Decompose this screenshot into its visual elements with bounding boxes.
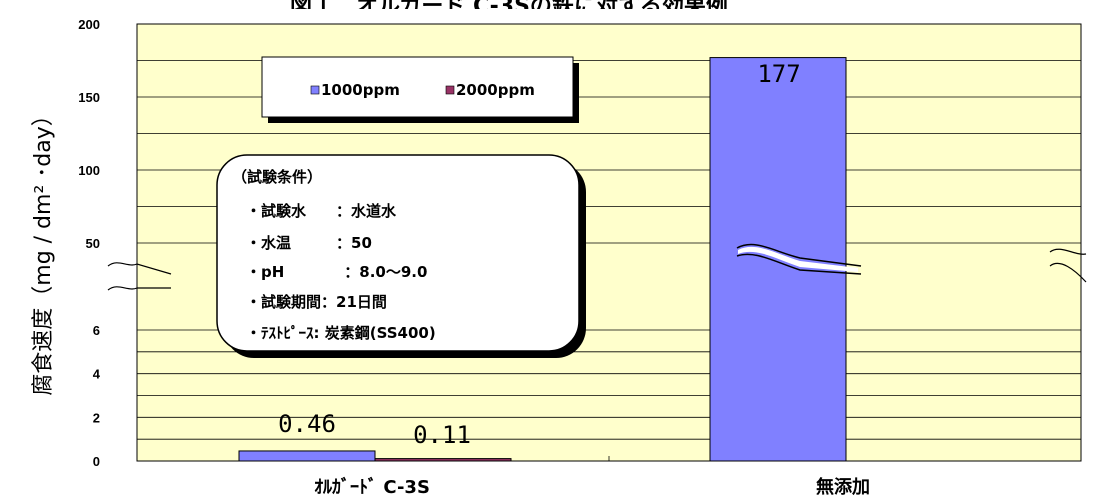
data-label-mutenka-1000: 177 bbox=[757, 60, 800, 88]
test-condition-line: ・水温 ：50 bbox=[246, 234, 372, 252]
y-tick-label: 100 bbox=[78, 163, 100, 178]
test-condition-line: ・pH ：8.0～9.0 bbox=[246, 263, 427, 281]
y-tick-label: 150 bbox=[78, 90, 100, 105]
bar-1000ppm-1 bbox=[709, 57, 847, 462]
y-tick-label: 2 bbox=[93, 410, 100, 425]
legend: 1000ppm 2000ppm bbox=[261, 56, 579, 123]
legend-swatch-2000ppm bbox=[445, 85, 455, 95]
test-condition-line: ・試験水 ：水道水 bbox=[246, 202, 397, 220]
y-tick-label: 50 bbox=[86, 236, 100, 251]
bars bbox=[238, 57, 847, 462]
y-tick-labels: 0 2 4 6 50 100 150 200 bbox=[78, 17, 100, 469]
legend-label-2000ppm: 2000ppm bbox=[456, 81, 535, 99]
axis-break-gap-fill bbox=[738, 246, 858, 272]
data-label-c3s-2000: 0.11 bbox=[413, 421, 471, 449]
test-conditions-heading: （試験条件） bbox=[232, 168, 322, 186]
chart-title: 図１ オルガード C-3Sの鉄に対する効果例 bbox=[290, 0, 728, 19]
category-label-mutenka: 無添加 bbox=[816, 476, 870, 498]
y-tick-label: 0 bbox=[93, 454, 100, 469]
axis-break-left-upper bbox=[107, 262, 172, 275]
bar-2000ppm-0 bbox=[374, 458, 512, 462]
test-condition-line: ・試験期間：21日間 bbox=[246, 293, 387, 311]
category-label-c3s: ｵﾙｶﾞｰﾄﾞ C-3S bbox=[314, 476, 430, 498]
legend-swatch-1000ppm bbox=[310, 85, 320, 95]
y-axis-label: 腐食速度（mg / dm² ･day） bbox=[31, 104, 56, 395]
y-tick-label: 200 bbox=[78, 17, 100, 32]
test-condition-line: ・ﾃｽﾄﾋﾟｰｽ: 炭素鋼(SS400) bbox=[246, 324, 436, 342]
axis-break-right-upper bbox=[1049, 248, 1087, 255]
axis-break-bar-upper bbox=[736, 243, 862, 267]
y-tick-label: 4 bbox=[93, 367, 101, 382]
data-label-c3s-1000: 0.46 bbox=[278, 410, 336, 438]
axis-break-right-lower bbox=[1049, 262, 1087, 283]
bar-1000ppm-0 bbox=[238, 450, 376, 462]
test-conditions-box: （試験条件） ・試験水 ：水道水 ・水温 ：50 ・pH ：8.0～9.0 ・試… bbox=[216, 154, 586, 358]
axis-break-bar-lower bbox=[736, 253, 862, 275]
axis-break-left-lower bbox=[107, 286, 171, 291]
y-tick-label: 6 bbox=[93, 323, 100, 338]
legend-label-1000ppm: 1000ppm bbox=[321, 81, 400, 99]
axis-break-marks bbox=[107, 243, 1087, 291]
